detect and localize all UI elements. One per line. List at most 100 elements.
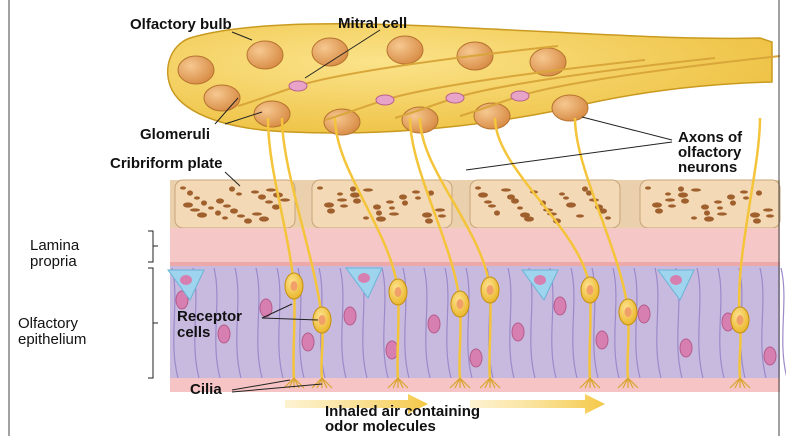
support-cell-nucleus xyxy=(764,347,776,365)
bone-pore xyxy=(265,200,273,203)
bone-pore xyxy=(317,186,323,189)
bone-pore xyxy=(399,194,407,199)
label-cribriform-plate: Cribriform plate xyxy=(110,156,223,172)
label-lamina-propria: Lamina propria xyxy=(30,238,79,270)
bone-pore xyxy=(566,202,576,207)
neuron-nucleus xyxy=(457,299,464,309)
bone-pore xyxy=(223,204,231,207)
label-mitral-cell: Mitral cell xyxy=(338,16,407,32)
bone-pore xyxy=(350,186,356,191)
bone-pore xyxy=(501,188,511,191)
label-receptor-line-2: cells xyxy=(177,325,242,341)
bone-pore xyxy=(730,200,736,205)
basal-cell-nucleus xyxy=(180,275,192,285)
bone-pore xyxy=(373,204,381,209)
label-inhaled-line-2: odor molecules xyxy=(325,419,480,434)
bone-pore xyxy=(665,192,671,195)
bone-pore xyxy=(756,190,762,195)
neuron-nucleus xyxy=(487,285,494,295)
bone-pore xyxy=(678,192,688,197)
bone-pore xyxy=(714,200,722,203)
label-inhaled-line-1: Inhaled air containing xyxy=(325,404,480,419)
bone-pore xyxy=(520,212,530,217)
bone-pore xyxy=(229,186,235,191)
label-axons-line-2: olfactory xyxy=(678,145,742,160)
support-cell-nucleus xyxy=(512,323,524,341)
label-olfactory-bulb: Olfactory bulb xyxy=(130,17,232,33)
bone-pore xyxy=(517,206,523,209)
basal-cell-nucleus xyxy=(670,275,682,285)
bone-pore xyxy=(244,218,252,223)
bone-pore xyxy=(668,204,676,207)
bone-pore xyxy=(201,200,207,205)
label-axons-line-1: Axons of xyxy=(678,130,742,145)
support-cell-nucleus xyxy=(386,341,398,359)
bone-pore xyxy=(337,192,343,195)
bone-pore xyxy=(645,186,651,189)
bone-pore xyxy=(582,186,588,191)
bone-pore xyxy=(435,208,445,211)
bone-pore xyxy=(194,196,200,199)
label-epithelium-line-1: Olfactory xyxy=(18,316,86,332)
bone-pore xyxy=(215,210,221,215)
bone-pore xyxy=(363,216,369,219)
bone-pore xyxy=(237,214,245,217)
bone-pore xyxy=(402,200,408,205)
bone-pore xyxy=(652,202,662,207)
bone-pore xyxy=(258,194,266,199)
bone-pore xyxy=(353,198,361,203)
bone-pore xyxy=(655,208,663,213)
bone-pore xyxy=(389,212,399,215)
bone-pore xyxy=(494,210,500,215)
bone-pore xyxy=(216,198,224,203)
bone-pore xyxy=(422,212,432,217)
glomerulus xyxy=(247,41,283,69)
bone-pore xyxy=(187,190,193,195)
bone-pore xyxy=(266,188,276,191)
bone-pore xyxy=(252,212,262,215)
bone-pore xyxy=(190,208,200,211)
label-axons-of-olfactory-neurons: Axons of olfactory neurons xyxy=(678,130,742,175)
support-cell-nucleus xyxy=(302,333,314,351)
glomerulus xyxy=(204,85,240,111)
bone-pore xyxy=(743,196,749,199)
bone-pore xyxy=(507,194,515,199)
neuron-nucleus xyxy=(395,287,402,297)
bone-pore xyxy=(766,214,774,217)
bone-pore xyxy=(208,206,214,209)
bone-pore xyxy=(230,208,238,213)
label-lamina-line-2: propria xyxy=(30,254,79,270)
label-inhaled-air: Inhaled air containing odor molecules xyxy=(325,404,480,434)
bone-pore xyxy=(386,200,394,203)
neuron-nucleus xyxy=(625,307,632,317)
bone-pore xyxy=(717,206,723,209)
bone-pore xyxy=(701,204,709,209)
bone-pore xyxy=(563,196,569,199)
glomerulus xyxy=(178,56,214,84)
bone-pore xyxy=(475,186,481,189)
support-cell-nucleus xyxy=(428,315,440,333)
bone-pore xyxy=(478,192,488,197)
neuron-nucleus xyxy=(587,285,594,295)
bone-pore xyxy=(259,216,269,221)
bone-pore xyxy=(681,198,689,203)
bone-pore xyxy=(691,216,697,219)
bone-pore xyxy=(197,212,207,217)
bone-pore xyxy=(691,188,701,191)
bone-pore xyxy=(438,214,446,217)
bone-pore xyxy=(324,202,334,207)
mitral-cell-body xyxy=(376,95,394,105)
bone-pore xyxy=(337,198,347,201)
support-cell-border xyxy=(781,268,786,378)
basal-cell-nucleus xyxy=(358,273,370,283)
bone-pore xyxy=(389,206,395,209)
bone-pore xyxy=(340,204,348,207)
glomerulus xyxy=(254,101,290,127)
label-axons-line-3: neurons xyxy=(678,160,742,175)
glomerulus xyxy=(324,109,360,135)
leader-axons-1 xyxy=(582,117,672,140)
bone-pore xyxy=(750,212,760,217)
support-cell-nucleus xyxy=(680,339,692,357)
bone-pore xyxy=(488,204,496,207)
